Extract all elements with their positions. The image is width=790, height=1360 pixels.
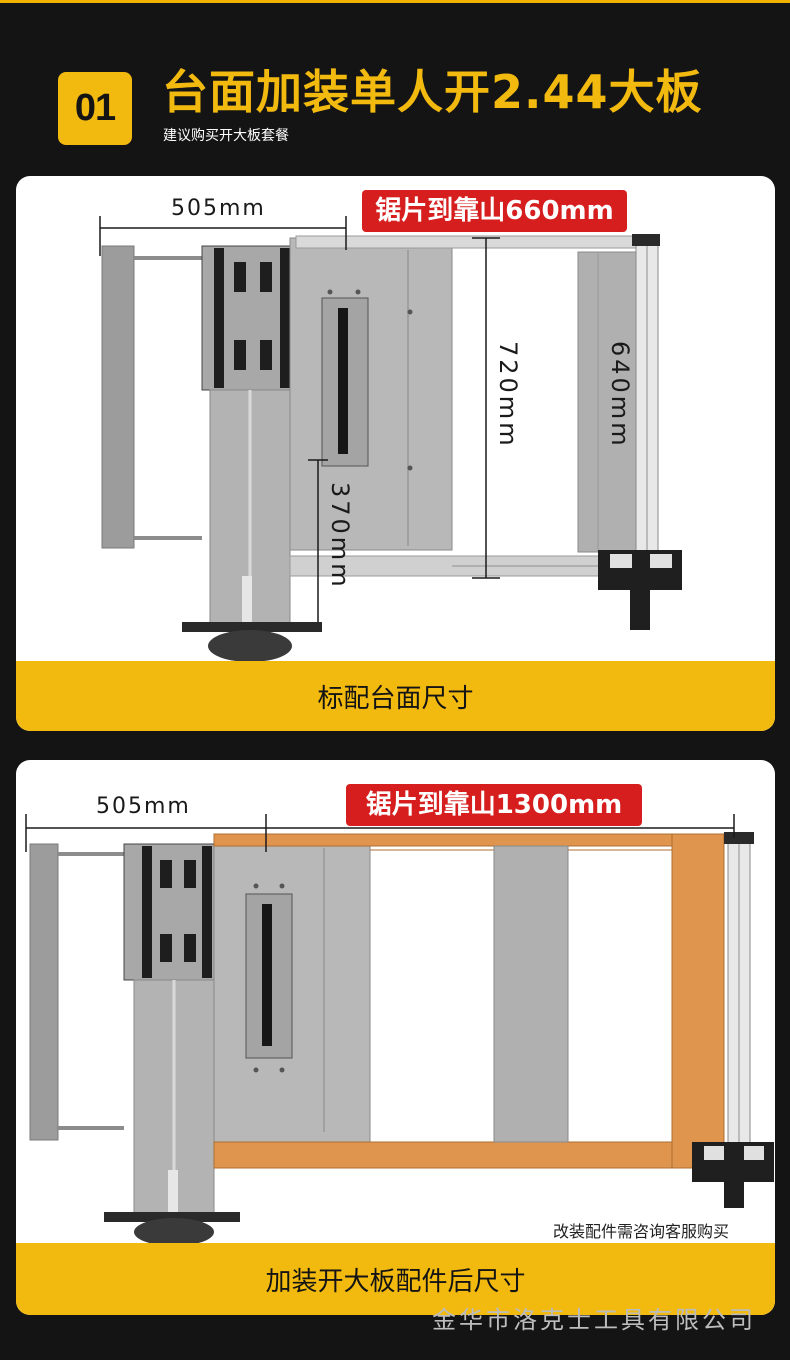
extended-table-caption: 加装开大板配件后尺寸 (16, 1243, 775, 1315)
top-accent-line (0, 0, 790, 3)
section-number-badge: 01 (58, 72, 132, 145)
company-watermark: 金华市洛克士工具有限公司 (432, 1306, 756, 1334)
extended-table-panel: 505mm 锯片到靠山1300mm 改装配件需咨询客服购买 加装开大板配件后尺寸 (16, 760, 775, 1315)
width-dimension-label: 505mm (171, 196, 266, 221)
standard-table-panel: 505mm 锯片到靠山660mm 720mm 640mm 370mm 标配台面尺… (16, 176, 775, 731)
width-dimension-label: 505mm (96, 794, 191, 819)
front-dimension-label: 370mm (326, 482, 354, 590)
blade-to-fence-label: 锯片到靠山1300mm (346, 784, 642, 826)
rail-dimension-label: 640mm (606, 341, 634, 449)
page-subtitle: 建议购买开大板套餐 (163, 128, 289, 144)
standard-table-diagram (99, 216, 682, 662)
page-title: 台面加装单人开2.44大板 (162, 65, 703, 119)
accessory-note: 改装配件需咨询客服购买 (552, 1222, 729, 1241)
blade-to-fence-label: 锯片到靠山660mm (362, 190, 627, 232)
standard-table-caption: 标配台面尺寸 (16, 661, 775, 731)
extended-table-diagram (25, 814, 774, 1246)
depth-dimension-label: 720mm (494, 341, 522, 449)
